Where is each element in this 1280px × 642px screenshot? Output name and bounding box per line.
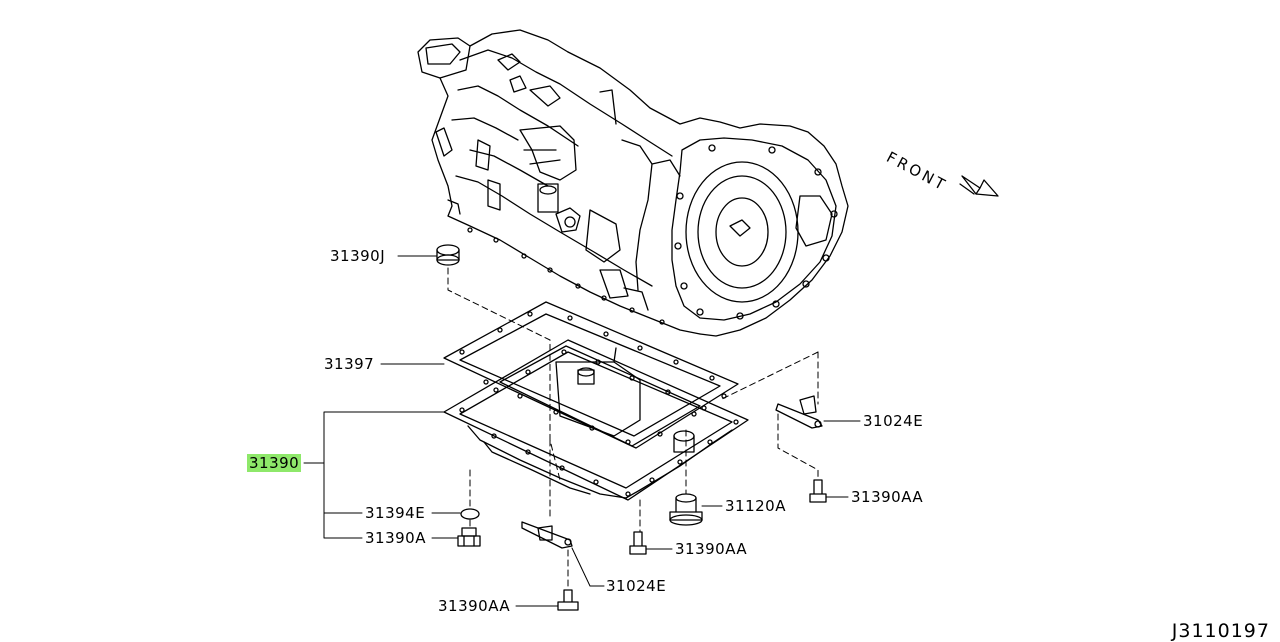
o-ring-31394e (461, 509, 479, 519)
bracket-31024e-right (776, 396, 822, 428)
leader-lines (304, 256, 860, 606)
transmission-assembly (418, 30, 848, 336)
bolt-31390aa-mid (630, 532, 646, 554)
filter-31120a (670, 494, 702, 525)
part-label-31390a[interactable]: 31390A (365, 529, 426, 547)
part-label-31390aa-bottom[interactable]: 31390AA (438, 597, 511, 615)
part-label-31390aa-mid[interactable]: 31390AA (675, 540, 748, 558)
washer-31390j (437, 245, 459, 265)
assembly-dashed-lines (448, 268, 818, 590)
bolt-31390aa-right (810, 480, 826, 502)
part-label-31120a[interactable]: 31120A (725, 497, 786, 515)
part-label-31394e[interactable]: 31394E (365, 504, 426, 522)
drain-plug-31390a (458, 528, 480, 546)
part-label-31390aa-right[interactable]: 31390AA (851, 488, 924, 506)
part-label-31397[interactable]: 31397 (324, 355, 375, 373)
diagram-reference-code: J3110197 (1171, 620, 1270, 642)
part-label-31390[interactable]: 31390 (247, 454, 302, 472)
part-label-31024e-bottom[interactable]: 31024E (606, 577, 667, 595)
part-label-31024e-right[interactable]: 31024E (863, 412, 924, 430)
oil-pan-31390 (444, 340, 748, 500)
bolt-31390aa-bottom (558, 590, 578, 610)
part-label-31390-highlight: 31390 (247, 454, 302, 472)
bracket-31024e-bottom (522, 522, 572, 548)
gasket-31397 (444, 302, 738, 448)
part-label-31390j[interactable]: 31390J (330, 247, 386, 265)
front-arrow-icon (960, 176, 998, 196)
